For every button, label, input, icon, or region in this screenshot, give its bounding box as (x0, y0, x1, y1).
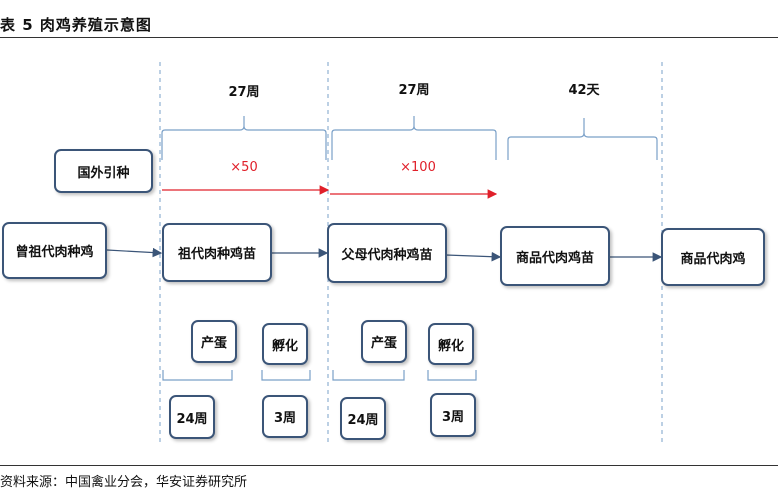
duration-box-24w-1: 24周 (169, 395, 215, 439)
great-grandparent-box: 曾祖代肉种鸡 (2, 222, 107, 279)
duration-box-3w-2: 3周 (430, 393, 476, 437)
bottom-bracket-2 (261, 370, 311, 381)
parent-box: 父母代肉种鸡苗 (327, 223, 447, 283)
bottom-bracket-4 (427, 370, 477, 381)
top-brace-1 (161, 116, 327, 160)
top-brace-3 (507, 118, 658, 160)
flow-arrow-3 (445, 251, 502, 262)
bottom-bracket-1 (162, 370, 233, 381)
hatch-box-2: 孵化 (428, 323, 474, 365)
figure-title: 表 5 肉鸡养殖示意图 (0, 16, 152, 34)
duration-label-top-1: 27周 (228, 85, 260, 100)
commercial-chick-box: 商品代肉鸡苗 (500, 226, 610, 286)
top-divider (0, 37, 778, 38)
top-brace-2 (331, 116, 497, 160)
multiplier-label-1: ×50 (230, 160, 258, 175)
lay-eggs-box-1: 产蛋 (191, 320, 237, 363)
duration-box-24w-2: 24周 (340, 397, 386, 440)
flow-arrow-1 (106, 247, 163, 258)
duration-box-3w-1: 3周 (262, 395, 308, 438)
bottom-bracket-3 (332, 370, 405, 381)
hatch-box-1: 孵化 (262, 323, 308, 365)
lay-eggs-box-2: 产蛋 (361, 320, 407, 363)
commercial-broiler-box: 商品代肉鸡 (661, 228, 765, 286)
bottom-divider (0, 465, 778, 466)
multiplier-label-2: ×100 (400, 160, 436, 175)
duration-label-top-3: 42天 (568, 83, 600, 98)
duration-label-top-2: 27周 (398, 83, 430, 98)
source-note: 资料来源：中国禽业分会，华安证券研究所 (0, 475, 248, 490)
grandparent-box: 祖代肉种鸡苗 (162, 223, 272, 282)
import-box: 国外引种 (54, 149, 153, 193)
